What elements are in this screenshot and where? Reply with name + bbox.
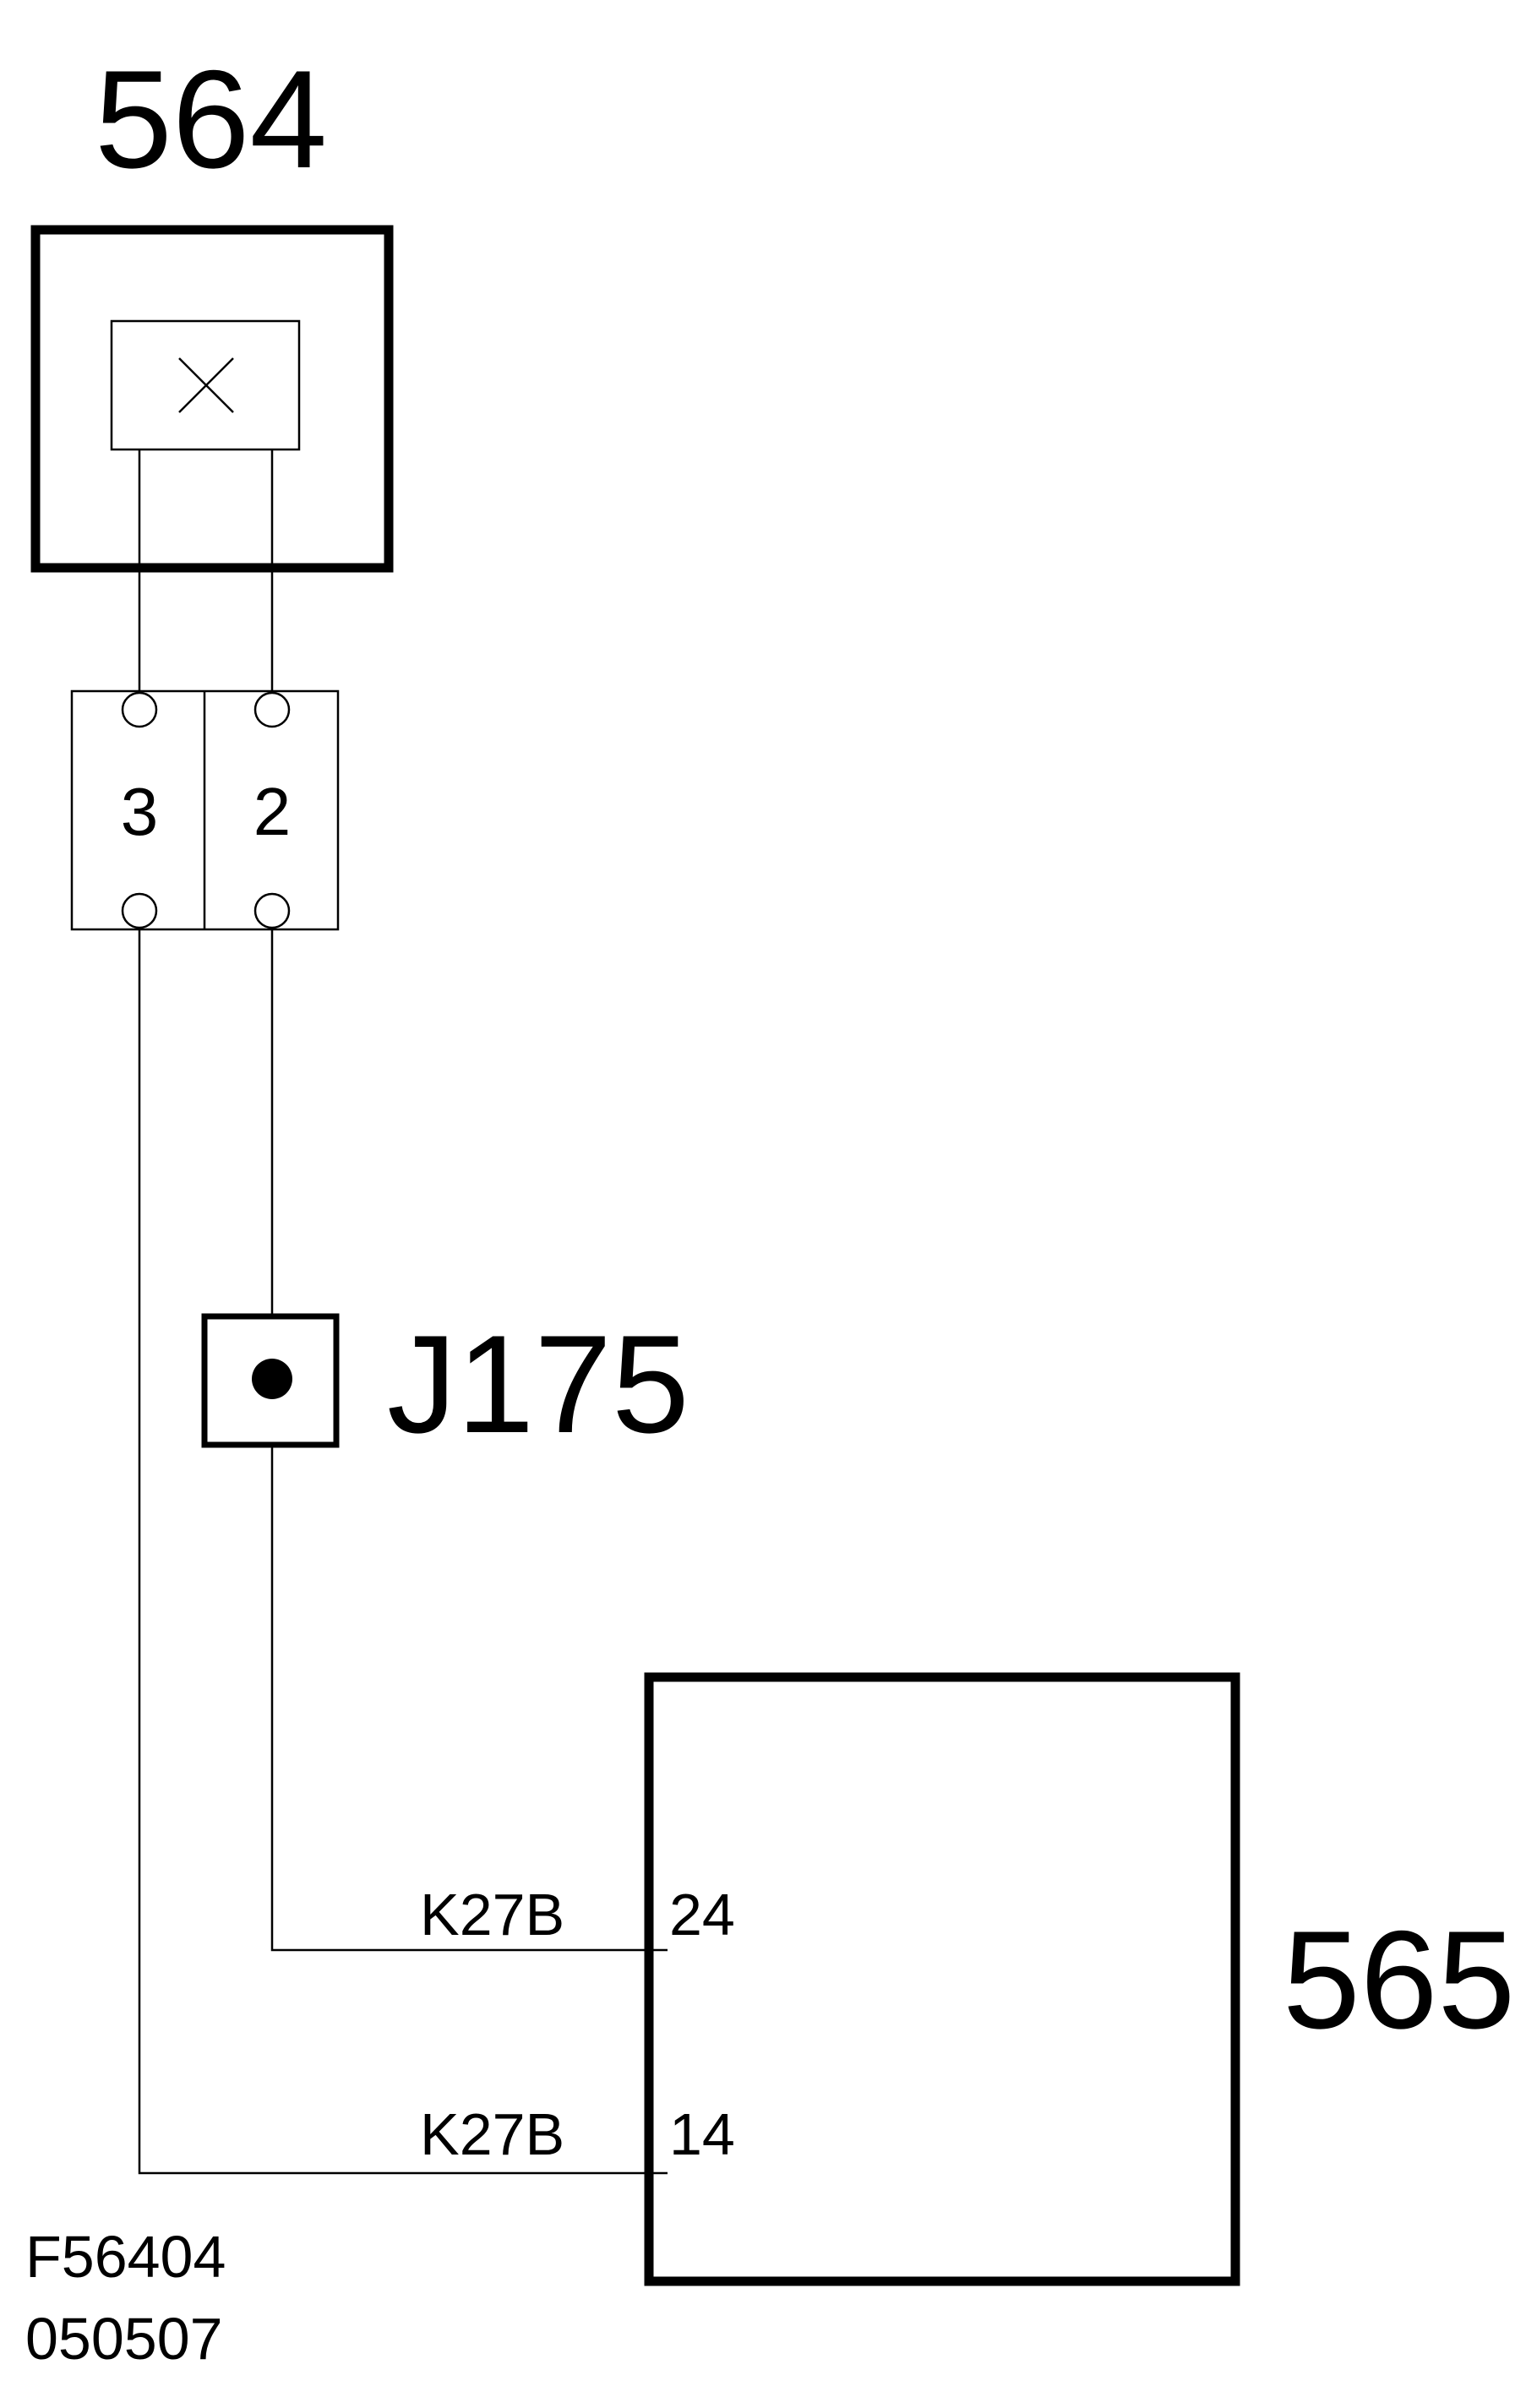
switch-icon bbox=[110, 319, 301, 451]
date-code: 050507 bbox=[25, 2306, 223, 2372]
connector-block bbox=[70, 689, 340, 931]
pin3-bottom-terminal bbox=[121, 892, 158, 929]
component-564-box bbox=[30, 225, 394, 573]
pin2-top-terminal bbox=[253, 691, 291, 728]
connector-pin-2: 2 bbox=[253, 774, 292, 849]
wire-code-lower: K27B bbox=[420, 2101, 564, 2167]
wire-pin3-to-14 bbox=[138, 928, 668, 2175]
connector-pin-3: 3 bbox=[121, 774, 159, 849]
pin-number-24: 24 bbox=[669, 1882, 735, 1948]
junction-label: J175 bbox=[387, 1306, 689, 1462]
figure-number: F56404 bbox=[25, 2224, 226, 2290]
component-564-label: 564 bbox=[95, 41, 327, 197]
pin-number-14: 14 bbox=[669, 2101, 735, 2167]
component-565-box bbox=[644, 1672, 1240, 2286]
pin3-top-terminal bbox=[121, 691, 158, 728]
pin2-bottom-terminal bbox=[253, 892, 291, 929]
component-565-label: 565 bbox=[1283, 1902, 1515, 2057]
wire-junction-to-24 bbox=[270, 1445, 668, 1952]
junction-j175 bbox=[201, 1313, 340, 1448]
wire-code-upper: K27B bbox=[420, 1882, 564, 1948]
